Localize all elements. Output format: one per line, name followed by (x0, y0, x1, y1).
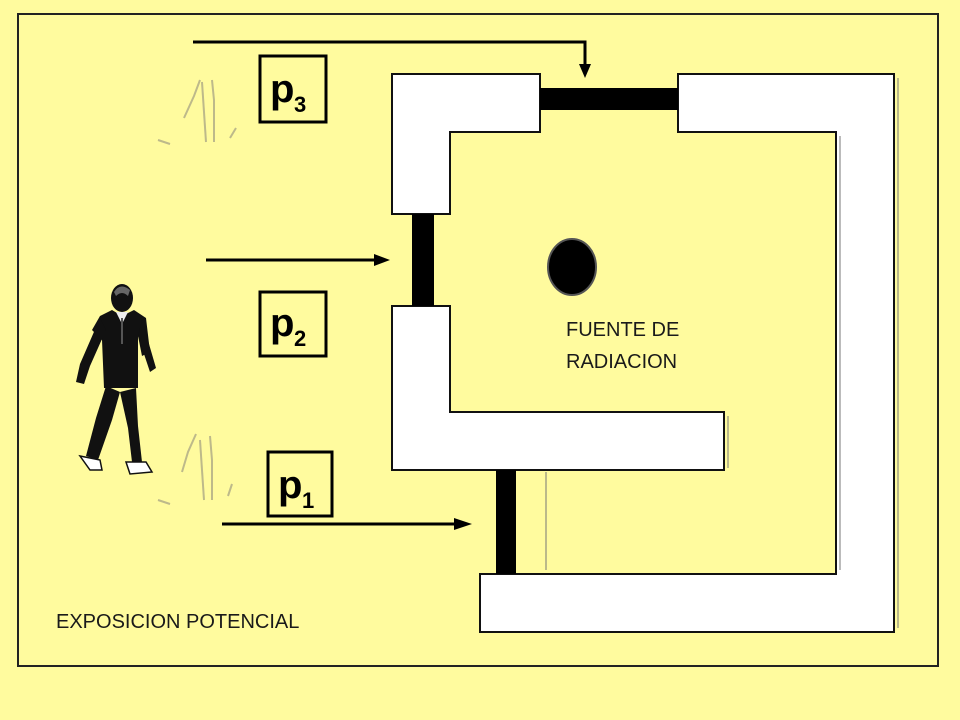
walking-man-icon (76, 284, 156, 475)
path-label-p2-sub: 2 (294, 326, 306, 351)
path-label-p1-base: p (278, 463, 302, 507)
wall-lower-left (391, 305, 725, 471)
wall-top-right (479, 73, 895, 633)
path-arrow-p2 (206, 254, 390, 266)
wall-top-left (391, 73, 541, 215)
ghost-figure-bottom (157, 433, 233, 505)
source-label-line2: RADIACION (566, 351, 677, 373)
footer-label: EXPOSICION POTENCIAL (56, 611, 299, 633)
path-label-p2-base: p (270, 301, 294, 345)
door-top (540, 88, 678, 110)
path-label-p2: p 2 (258, 290, 328, 358)
path-label-p3: p 3 (258, 54, 328, 124)
wall-edge-shadows (545, 78, 899, 628)
source-label-line1: FUENTE DE (566, 319, 679, 341)
radiation-source-dot (547, 238, 597, 296)
path-label-p1-sub: 1 (302, 488, 314, 513)
path-label-p3-sub: 3 (294, 92, 306, 117)
ghost-figure-top (157, 79, 237, 145)
diagram-frame (17, 13, 939, 667)
path-arrow-p1 (222, 518, 472, 530)
door-left (412, 214, 434, 306)
path-label-p1: p 1 (266, 450, 334, 518)
path-arrow-p3 (193, 40, 591, 78)
shield-walls (391, 73, 895, 633)
path-label-p3-base: p (270, 67, 294, 111)
door-bottom (496, 470, 516, 574)
